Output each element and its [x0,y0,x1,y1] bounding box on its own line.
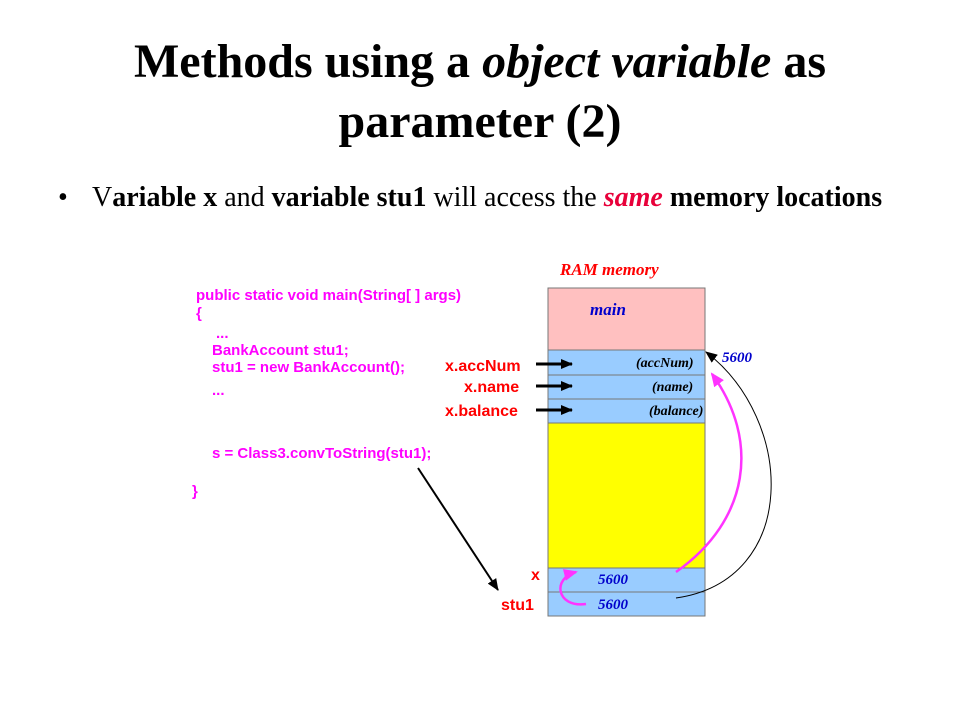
title-text-b: as [771,35,826,88]
pointer-label-accnum: x.accNum [445,358,521,375]
call-arrow [417,467,499,591]
bullet-x: x [203,182,218,213]
main-cell [547,287,706,351]
reference-arrow-x-to-object [675,372,743,574]
var-label-stu1: stu1 [501,597,534,614]
code-line-4: BankAccount stu1; [212,342,349,359]
field-accnum-label: (accNum) [636,356,694,371]
title-line-2: parameter (2) [338,95,622,148]
title-text-italic: object variable [482,35,772,88]
main-label: main [590,300,626,319]
code-line-1: public static void main(String[ ] args) [196,287,461,304]
reference-arrow-stu1-to-object [675,351,772,599]
ram-memory-label: RAM memory [559,260,659,279]
bullet-dot: • [58,182,68,213]
address-label: 5600 [722,350,753,366]
title-text-a: Methods using a [133,35,483,88]
bullet-stu1: variable stu1 [271,182,427,213]
code-line-7: s = Class3.convToString(stu1); [212,445,431,462]
bullet-ariable: ariable [112,182,204,213]
copy-arrow-stu1-to-x [559,569,587,606]
field-balance-label: (balance) [649,404,703,419]
bullet-text: Variable x and variable stu1 will access… [92,180,892,215]
pointer-label-name: x.name [464,379,519,396]
code-line-5: stu1 = new BankAccount(); [212,359,405,376]
free-memory-cell [547,422,706,569]
bullet-same: same [603,182,663,213]
code-line-8: } [192,483,198,500]
bullet-will-access: will access the [426,182,604,213]
balance-cell [547,398,706,424]
page-title: Methods using a object variable as param… [0,32,960,152]
field-name-label: (name) [652,380,693,395]
var-label-x: x [531,567,540,584]
code-line-6: ... [212,382,225,399]
bullet-memory-locations: memory locations [662,182,883,213]
bullet-v: V [92,182,113,213]
bullet-and: and [217,182,272,213]
title-line-1: Methods using a object variable as [0,32,960,92]
x-value: 5600 [598,572,629,588]
code-line-2: { [196,305,202,322]
code-line-3: ... [216,325,229,342]
stu1-value: 5600 [598,597,629,613]
pointer-label-balance: x.balance [445,403,518,420]
